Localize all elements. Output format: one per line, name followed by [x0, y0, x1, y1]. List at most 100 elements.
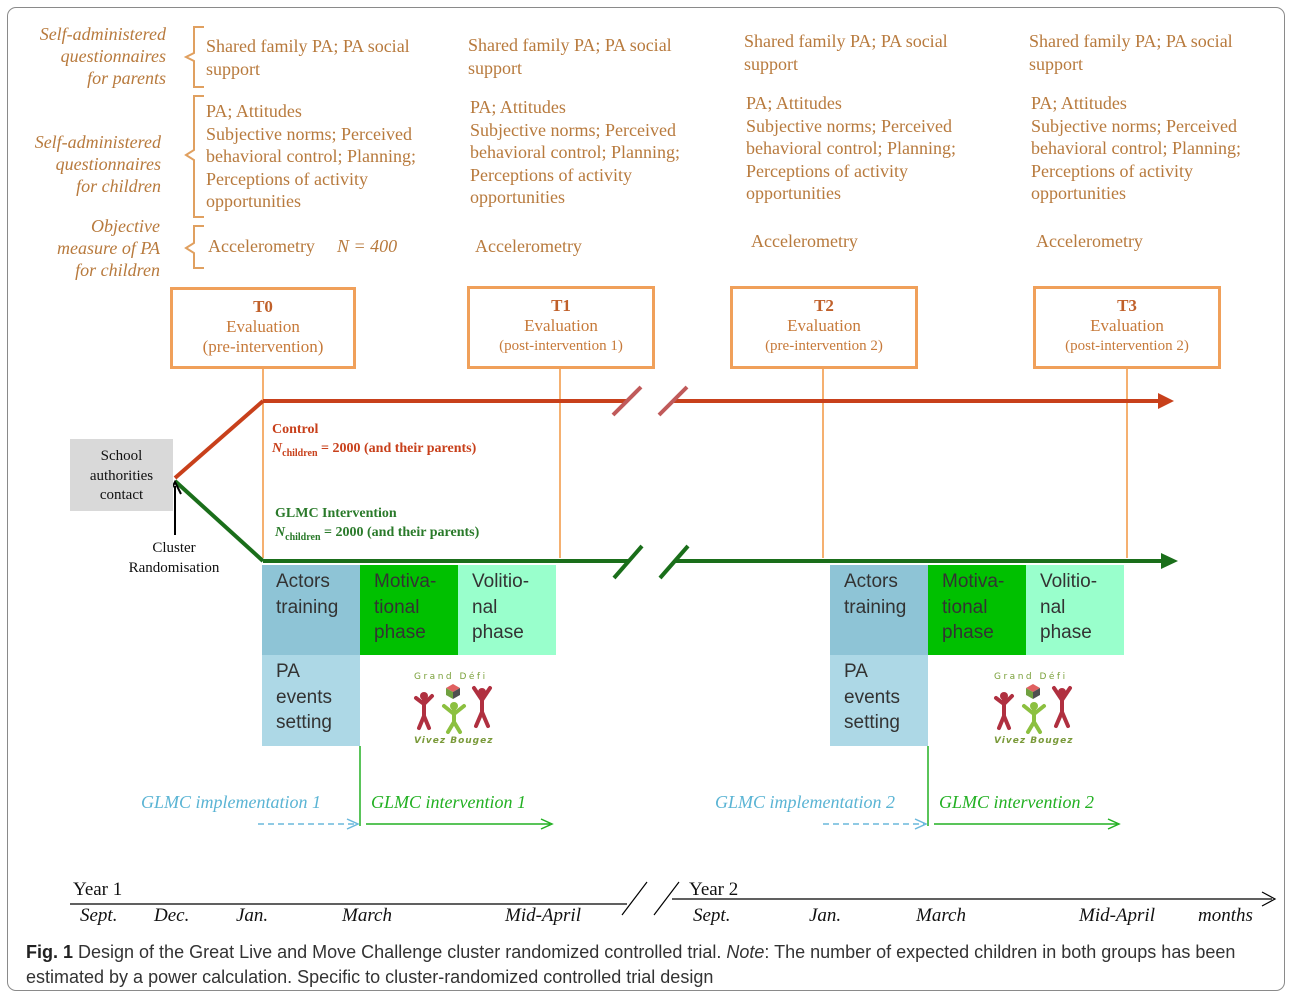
- tick-y1-march: March: [342, 905, 392, 926]
- col3-objective-text: Accelerometry: [751, 231, 858, 251]
- evaluation-box-t2: T2 Evaluation (pre-intervention 2): [730, 286, 918, 369]
- eval-label: Evaluation: [787, 316, 861, 335]
- control-title: Control: [272, 422, 319, 437]
- logo-top-text: Grand Défi: [414, 672, 488, 682]
- caption-note-label: Note: [726, 942, 765, 962]
- col3-children-text: PA; Attitudes Subjective norms; Perceive…: [746, 93, 956, 203]
- eval-sub: (post-intervention 1): [499, 338, 623, 354]
- figure-frame: [7, 7, 1285, 991]
- col1-children-text: PA; Attitudes Subjective norms; Perceive…: [206, 101, 416, 211]
- control-arrowhead: [1158, 393, 1174, 409]
- eval-sub: (pre-intervention): [202, 337, 324, 356]
- tick-y1-jan: Jan.: [236, 905, 269, 926]
- glmc-intervention-2: GLMC intervention 2: [939, 792, 1094, 812]
- grand-defi-logo-2: Grand Défi Vivez Bougez: [990, 672, 1080, 748]
- motivational-phase-1: Motiva- tional phase: [360, 565, 458, 655]
- timeline-break-2: [653, 881, 680, 916]
- eval-label: Evaluation: [226, 317, 300, 336]
- evaluation-box-t3: T3 Evaluation (post-intervention 2): [1033, 286, 1221, 369]
- glmc-implementation-2: GLMC implementation 2: [715, 792, 895, 812]
- control-break-2: [657, 385, 689, 417]
- logo-bottom-text: Vivez Bougez: [994, 736, 1074, 746]
- bracket-children: [184, 95, 204, 218]
- tick-y2-mid-april: Mid-April: [1079, 905, 1155, 926]
- intervention-n: Nchildren = 2000 (and their parents): [275, 523, 479, 547]
- bracket-objective: [184, 225, 204, 269]
- control-diagonal: [173, 399, 265, 480]
- jumping-figures-icon: [414, 684, 492, 734]
- eval-title: T2: [814, 296, 834, 315]
- eval-title: T0: [253, 297, 273, 316]
- col1-parents-text: Shared family PA; PA social support: [206, 36, 410, 79]
- actors-training-1: Actors training: [262, 565, 360, 655]
- intervention-n-symbol: N: [275, 525, 286, 540]
- col3-parents-text: Shared family PA; PA social support: [744, 31, 948, 74]
- tick-y1-mid-april: Mid-April: [505, 905, 581, 926]
- interv-arrowhead-1: [540, 818, 554, 830]
- timeline-arrowhead: [1261, 891, 1277, 907]
- tick-y1-sept: Sept.: [80, 905, 118, 926]
- evaluation-box-t1: T1 Evaluation (post-intervention 1): [467, 286, 655, 369]
- pa-events-setting-1: PA events setting: [262, 655, 360, 746]
- control-n-sub: children: [282, 447, 318, 459]
- label-objective-measure: Objective measure of PA for children: [57, 216, 160, 280]
- label-parents-questionnaires: Self-administered questionnaires for par…: [39, 24, 166, 88]
- impl-arrowhead-2: [914, 818, 928, 830]
- figure-caption: Fig. 1 Design of the Great Live and Move…: [26, 940, 1270, 990]
- caption-label: Fig. 1: [26, 942, 74, 962]
- col4-objective-text: Accelerometry: [1036, 231, 1143, 251]
- glmc-implementation-1: GLMC implementation 1: [141, 792, 321, 812]
- caption-text: Design of the Great Live and Move Challe…: [73, 942, 727, 962]
- volitional-phase-1: Volitio- nal phase: [458, 565, 556, 655]
- tick-y2-jan: Jan.: [809, 905, 842, 926]
- sample-size: N = 400: [337, 236, 398, 256]
- eval-title: T1: [551, 296, 571, 315]
- timeline-break-1: [621, 881, 648, 916]
- timeline-unit: months: [1198, 905, 1253, 926]
- control-n-text: = 2000 (and their parents): [317, 441, 477, 456]
- intervention-n-text: = 2000 (and their parents): [320, 525, 480, 540]
- logo-top-text: Grand Défi: [994, 672, 1068, 682]
- caption-note-text: : The number of expected children in bot…: [26, 942, 1236, 987]
- col1-objective-text: Accelerometry: [208, 236, 315, 256]
- eval-sub: (pre-intervention 2): [765, 338, 883, 354]
- interv-arrowhead-2: [1107, 818, 1121, 830]
- intervention-break-1: [612, 544, 644, 580]
- tick-y2-sept: Sept.: [693, 905, 731, 926]
- evaluation-box-t0: T0 Evaluation (pre-intervention): [170, 287, 356, 369]
- eval-title: T3: [1117, 296, 1137, 315]
- eval-label: Evaluation: [524, 316, 598, 335]
- tick-y1-dec: Dec.: [154, 905, 190, 926]
- school-authorities-box: School authorities contact: [70, 439, 173, 511]
- intervention-break-2: [658, 544, 690, 580]
- col4-parents-text: Shared family PA; PA social support: [1029, 31, 1233, 74]
- control-break-1: [611, 385, 643, 417]
- control-n-symbol: N: [272, 441, 283, 456]
- motivational-phase-2: Motiva- tional phase: [928, 565, 1026, 655]
- impl-arrowhead-1: [346, 818, 360, 830]
- year1-label: Year 1: [73, 879, 123, 900]
- col4-children-text: PA; Attitudes Subjective norms; Perceive…: [1031, 93, 1241, 203]
- col2-objective-text: Accelerometry: [475, 236, 582, 256]
- eval-sub: (post-intervention 2): [1065, 338, 1189, 354]
- control-n: Nchildren = 2000 (and their parents): [272, 439, 476, 463]
- pa-events-setting-2: PA events setting: [830, 655, 928, 746]
- logo-bottom-text: Vivez Bougez: [414, 736, 494, 746]
- glmc-intervention-1: GLMC intervention 1: [371, 792, 526, 812]
- intervention-n-sub: children: [285, 531, 321, 543]
- tick-y2-march: March: [916, 905, 966, 926]
- col2-children-text: PA; Attitudes Subjective norms; Perceive…: [470, 97, 680, 207]
- intervention-arrowhead: [1161, 553, 1178, 569]
- label-children-questionnaires: Self-administered questionnaires for chi…: [34, 132, 161, 196]
- col2-parents-text: Shared family PA; PA social support: [468, 35, 672, 78]
- grand-defi-logo-1: Grand Défi Vivez Bougez: [410, 672, 500, 748]
- actors-training-2: Actors training: [830, 565, 928, 655]
- year2-label: Year 2: [689, 879, 739, 900]
- intervention-diagonal: [173, 479, 265, 563]
- jumping-figures-icon: [994, 684, 1072, 734]
- cluster-randomisation-label: Cluster Randomisation: [128, 540, 220, 576]
- volitional-phase-2: Volitio- nal phase: [1026, 565, 1124, 655]
- intervention-title: GLMC Intervention: [275, 506, 397, 521]
- eval-label: Evaluation: [1090, 316, 1164, 335]
